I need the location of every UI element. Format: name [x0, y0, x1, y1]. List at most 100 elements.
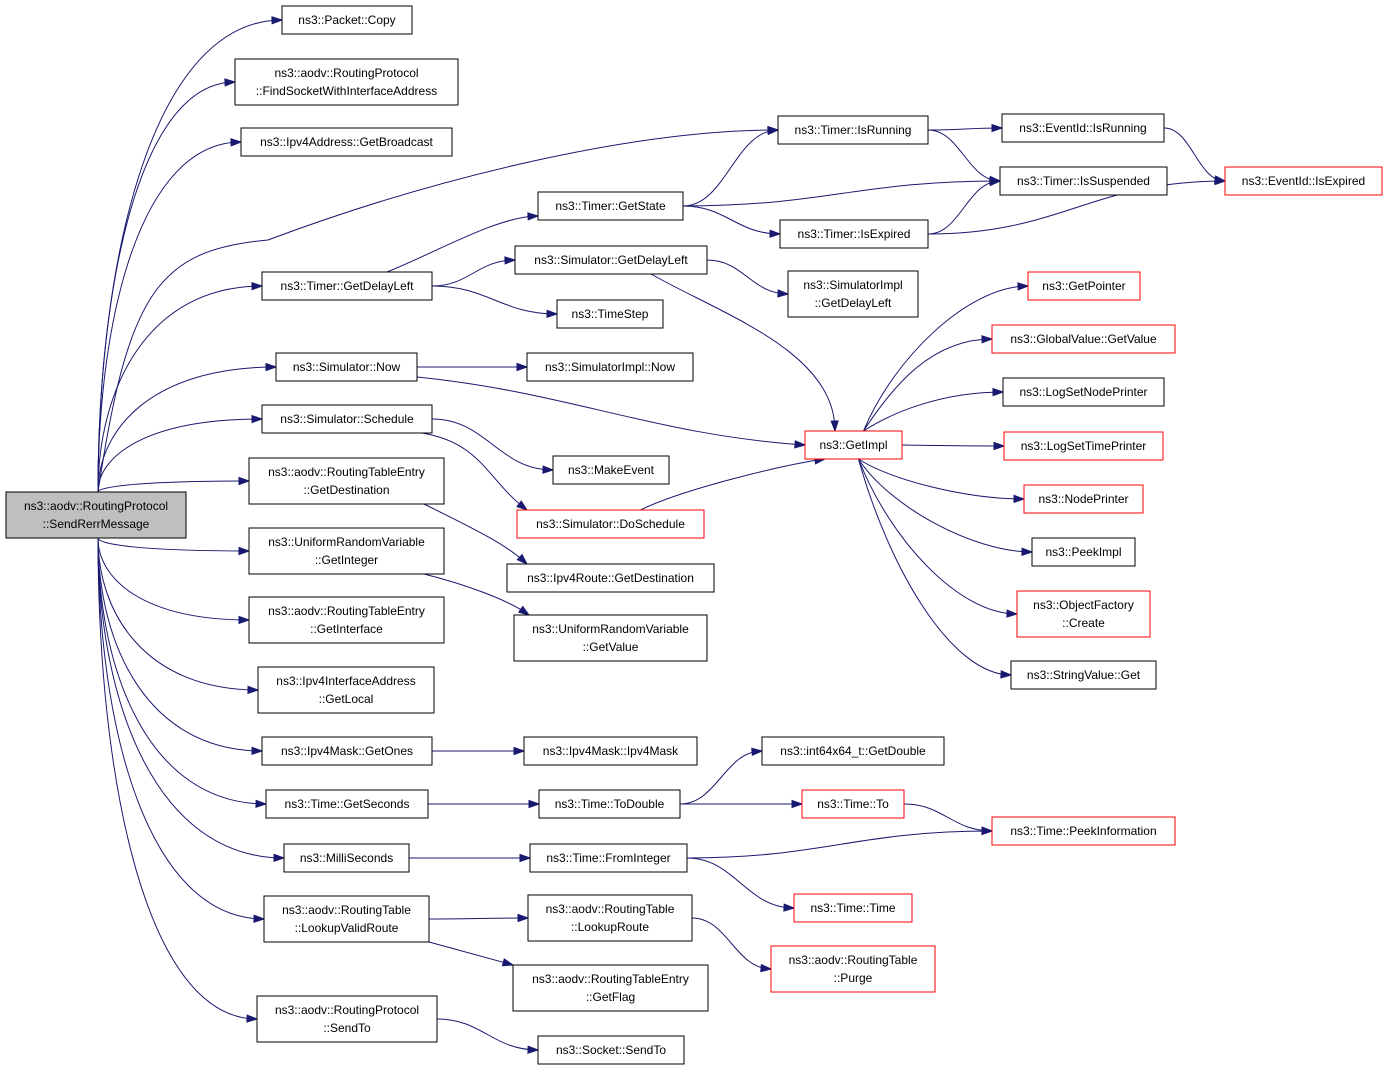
node-box[interactable]: [275, 352, 418, 382]
node-n17[interactable]: ns3::Timer::GetState: [537, 191, 684, 221]
node-n4[interactable]: ns3::Timer::GetDelayLeft: [261, 271, 433, 301]
node-n38[interactable]: ns3::EventId::IsRunning: [1001, 113, 1165, 143]
node-box[interactable]: [801, 789, 905, 819]
node-n19[interactable]: ns3::TimeStep: [556, 299, 664, 329]
node-n24[interactable]: ns3::UniformRandomVariable::GetValue: [513, 614, 708, 662]
node-box[interactable]: [5, 491, 187, 539]
node-n8[interactable]: ns3::UniformRandomVariable::GetInteger: [248, 527, 445, 575]
node-n40[interactable]: ns3::GetPointer: [1027, 271, 1141, 301]
node-box[interactable]: [991, 816, 1176, 846]
node-n28[interactable]: ns3::aodv::RoutingTable::LookupRoute: [527, 894, 693, 942]
node-n23[interactable]: ns3::Ipv4Route::GetDestination: [506, 563, 715, 593]
node-box[interactable]: [506, 563, 715, 593]
node-n30[interactable]: ns3::Socket::SendTo: [537, 1035, 685, 1065]
node-box[interactable]: [248, 596, 445, 644]
node-n11[interactable]: ns3::Ipv4Mask::GetOnes: [261, 736, 433, 766]
node-box[interactable]: [777, 115, 929, 145]
node-n10[interactable]: ns3::Ipv4InterfaceAddress::GetLocal: [257, 666, 435, 714]
node-n31[interactable]: ns3::Timer::IsExpired: [779, 219, 929, 249]
node-box[interactable]: [537, 1035, 685, 1065]
node-n42[interactable]: ns3::LogSetNodePrinter: [1002, 377, 1165, 407]
node-n15[interactable]: ns3::aodv::RoutingProtocol::SendTo: [256, 995, 438, 1043]
node-box[interactable]: [1031, 537, 1136, 567]
node-box[interactable]: [263, 895, 430, 943]
node-box[interactable]: [514, 245, 708, 275]
node-n6[interactable]: ns3::Simulator::Schedule: [261, 404, 433, 434]
node-box[interactable]: [779, 219, 929, 249]
node-box[interactable]: [556, 299, 664, 329]
node-box[interactable]: [537, 191, 684, 221]
node-box[interactable]: [991, 324, 1176, 354]
node-box[interactable]: [552, 455, 670, 485]
node-n29[interactable]: ns3::aodv::RoutingTableEntry::GetFlag: [512, 964, 709, 1012]
node-n32[interactable]: ns3::SimulatorImpl::GetDelayLeft: [787, 270, 919, 318]
node-box[interactable]: [523, 736, 698, 766]
node-n44[interactable]: ns3::NodePrinter: [1023, 484, 1144, 514]
node-box[interactable]: [526, 352, 694, 382]
node-n33[interactable]: ns3::GetImpl: [804, 430, 903, 460]
node-n41[interactable]: ns3::GlobalValue::GetValue: [991, 324, 1176, 354]
node-box[interactable]: [248, 527, 445, 575]
node-box[interactable]: [1027, 271, 1141, 301]
node-n27[interactable]: ns3::Time::FromInteger: [529, 843, 688, 873]
node-box[interactable]: [265, 789, 429, 819]
node-n48[interactable]: ns3::Time::PeekInformation: [991, 816, 1176, 846]
node-n21[interactable]: ns3::MakeEvent: [552, 455, 670, 485]
node-box[interactable]: [1224, 166, 1383, 196]
node-n18[interactable]: ns3::Simulator::GetDelayLeft: [514, 245, 708, 275]
node-box[interactable]: [1016, 590, 1151, 638]
node-box[interactable]: [257, 666, 435, 714]
node-box[interactable]: [283, 843, 410, 873]
node-n14[interactable]: ns3::aodv::RoutingTable::LookupValidRout…: [263, 895, 430, 943]
node-root[interactable]: ns3::aodv::RoutingProtocol::SendRerrMess…: [5, 491, 187, 539]
node-n1[interactable]: ns3::Packet::Copy: [281, 5, 413, 35]
node-n36[interactable]: ns3::Time::Time: [793, 893, 913, 923]
node-n22[interactable]: ns3::Simulator::DoSchedule: [516, 509, 705, 539]
node-box[interactable]: [804, 430, 903, 460]
node-n12[interactable]: ns3::Time::GetSeconds: [265, 789, 429, 819]
node-box[interactable]: [281, 5, 413, 35]
node-box[interactable]: [793, 893, 913, 923]
node-n39[interactable]: ns3::Timer::IsSuspended: [999, 166, 1168, 196]
node-n45[interactable]: ns3::PeekImpl: [1031, 537, 1136, 567]
node-box[interactable]: [516, 509, 705, 539]
node-box[interactable]: [999, 166, 1168, 196]
node-box[interactable]: [761, 736, 945, 766]
node-n49[interactable]: ns3::EventId::IsExpired: [1224, 166, 1383, 196]
node-n16[interactable]: ns3::Timer::IsRunning: [777, 115, 929, 145]
node-n9[interactable]: ns3::aodv::RoutingTableEntry::GetInterfa…: [248, 596, 445, 644]
node-box[interactable]: [261, 736, 433, 766]
node-box[interactable]: [1010, 660, 1157, 690]
node-box[interactable]: [256, 995, 438, 1043]
node-n13[interactable]: ns3::MilliSeconds: [283, 843, 410, 873]
node-box[interactable]: [527, 894, 693, 942]
node-box[interactable]: [538, 789, 681, 819]
node-box[interactable]: [1002, 377, 1165, 407]
node-n26[interactable]: ns3::Time::ToDouble: [538, 789, 681, 819]
node-n5[interactable]: ns3::Simulator::Now: [275, 352, 418, 382]
node-n35[interactable]: ns3::Time::To: [801, 789, 905, 819]
node-box[interactable]: [1001, 113, 1165, 143]
node-n3[interactable]: ns3::Ipv4Address::GetBroadcast: [240, 127, 453, 157]
node-box[interactable]: [787, 270, 919, 318]
node-n46[interactable]: ns3::ObjectFactory::Create: [1016, 590, 1151, 638]
node-n7[interactable]: ns3::aodv::RoutingTableEntry::GetDestina…: [248, 457, 445, 505]
node-box[interactable]: [513, 614, 708, 662]
node-box[interactable]: [512, 964, 709, 1012]
node-n20[interactable]: ns3::SimulatorImpl::Now: [526, 352, 694, 382]
node-n34[interactable]: ns3::int64x64_t::GetDouble: [761, 736, 945, 766]
node-n37[interactable]: ns3::aodv::RoutingTable::Purge: [770, 945, 936, 993]
node-n47[interactable]: ns3::StringValue::Get: [1010, 660, 1157, 690]
node-box[interactable]: [234, 58, 459, 106]
node-box[interactable]: [261, 271, 433, 301]
node-n2[interactable]: ns3::aodv::RoutingProtocol::FindSocketWi…: [234, 58, 459, 106]
node-box[interactable]: [1023, 484, 1144, 514]
node-box[interactable]: [770, 945, 936, 993]
node-n25[interactable]: ns3::Ipv4Mask::Ipv4Mask: [523, 736, 698, 766]
node-box[interactable]: [1003, 431, 1164, 461]
node-box[interactable]: [248, 457, 445, 505]
node-box[interactable]: [529, 843, 688, 873]
node-box[interactable]: [240, 127, 453, 157]
node-box[interactable]: [261, 404, 433, 434]
node-n43[interactable]: ns3::LogSetTimePrinter: [1003, 431, 1164, 461]
